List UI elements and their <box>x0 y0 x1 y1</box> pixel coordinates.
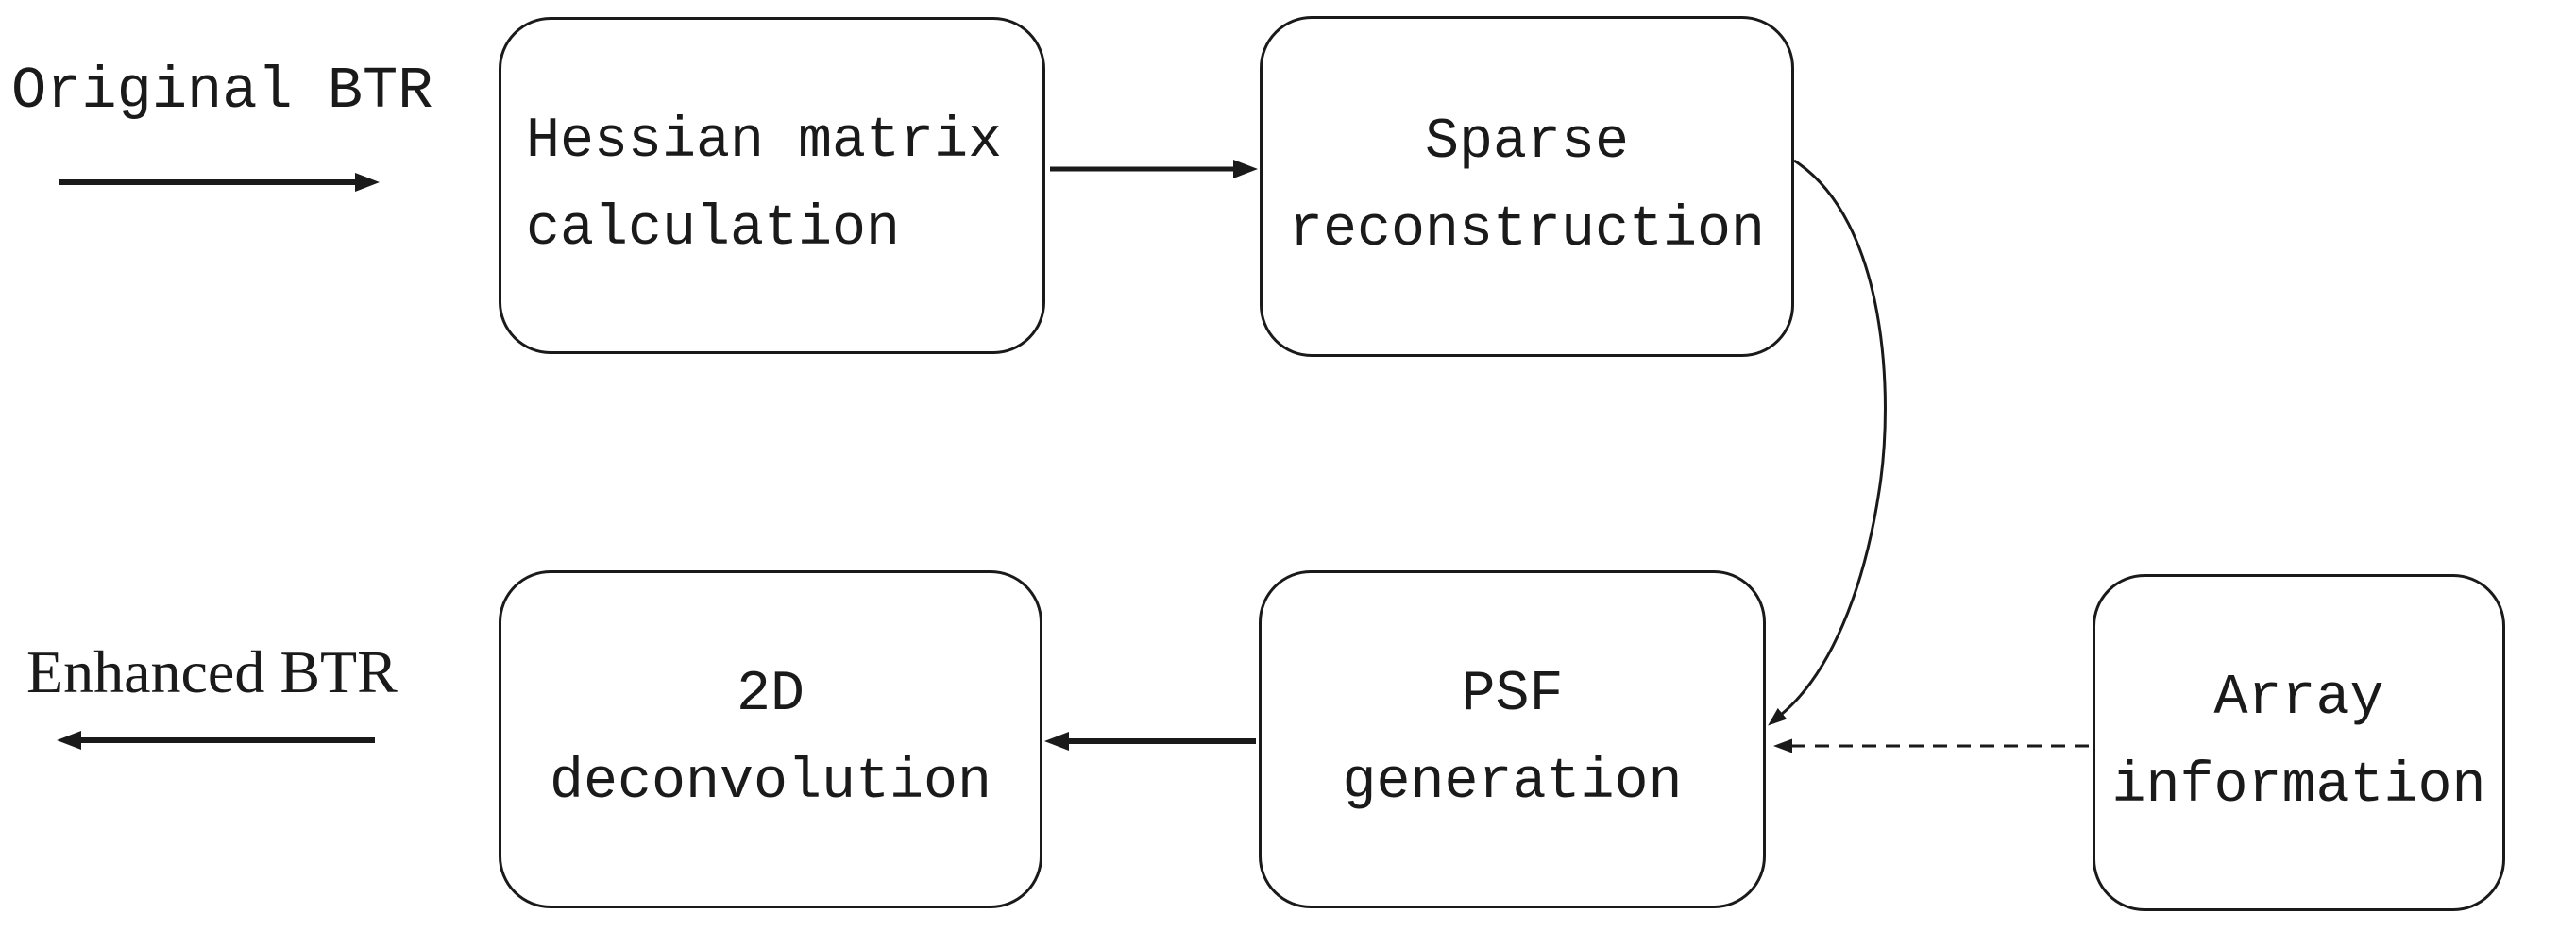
node-hessian-matrix-calculation: Hessian matrix calculation <box>499 17 1045 354</box>
node-text-line: Sparse <box>1424 110 1630 175</box>
node-text-line: generation <box>1342 751 1683 815</box>
node-array-information: Array information <box>2093 574 2505 911</box>
node-text-line: calculation <box>526 196 901 262</box>
arrow-sparse-to-psf-curve <box>1768 159 1887 726</box>
node-text-line: deconvolution <box>549 751 992 815</box>
node-text-line: 2D <box>736 663 805 727</box>
node-text-line: information <box>2111 753 2486 819</box>
node-sparse-reconstruction: Sparse reconstruction <box>1260 16 1794 357</box>
node-text-line: reconstruction <box>1288 197 1766 262</box>
input-label: Original BTR <box>11 58 433 125</box>
node-text-line: Array <box>2213 666 2384 731</box>
node-text-line: PSF <box>1461 663 1564 727</box>
output-label: Enhanced BTR <box>26 638 398 705</box>
node-psf-generation: PSF generation <box>1259 570 1766 908</box>
node-2d-deconvolution: 2D deconvolution <box>499 570 1042 908</box>
node-text-line: Hessian matrix <box>526 109 1003 174</box>
